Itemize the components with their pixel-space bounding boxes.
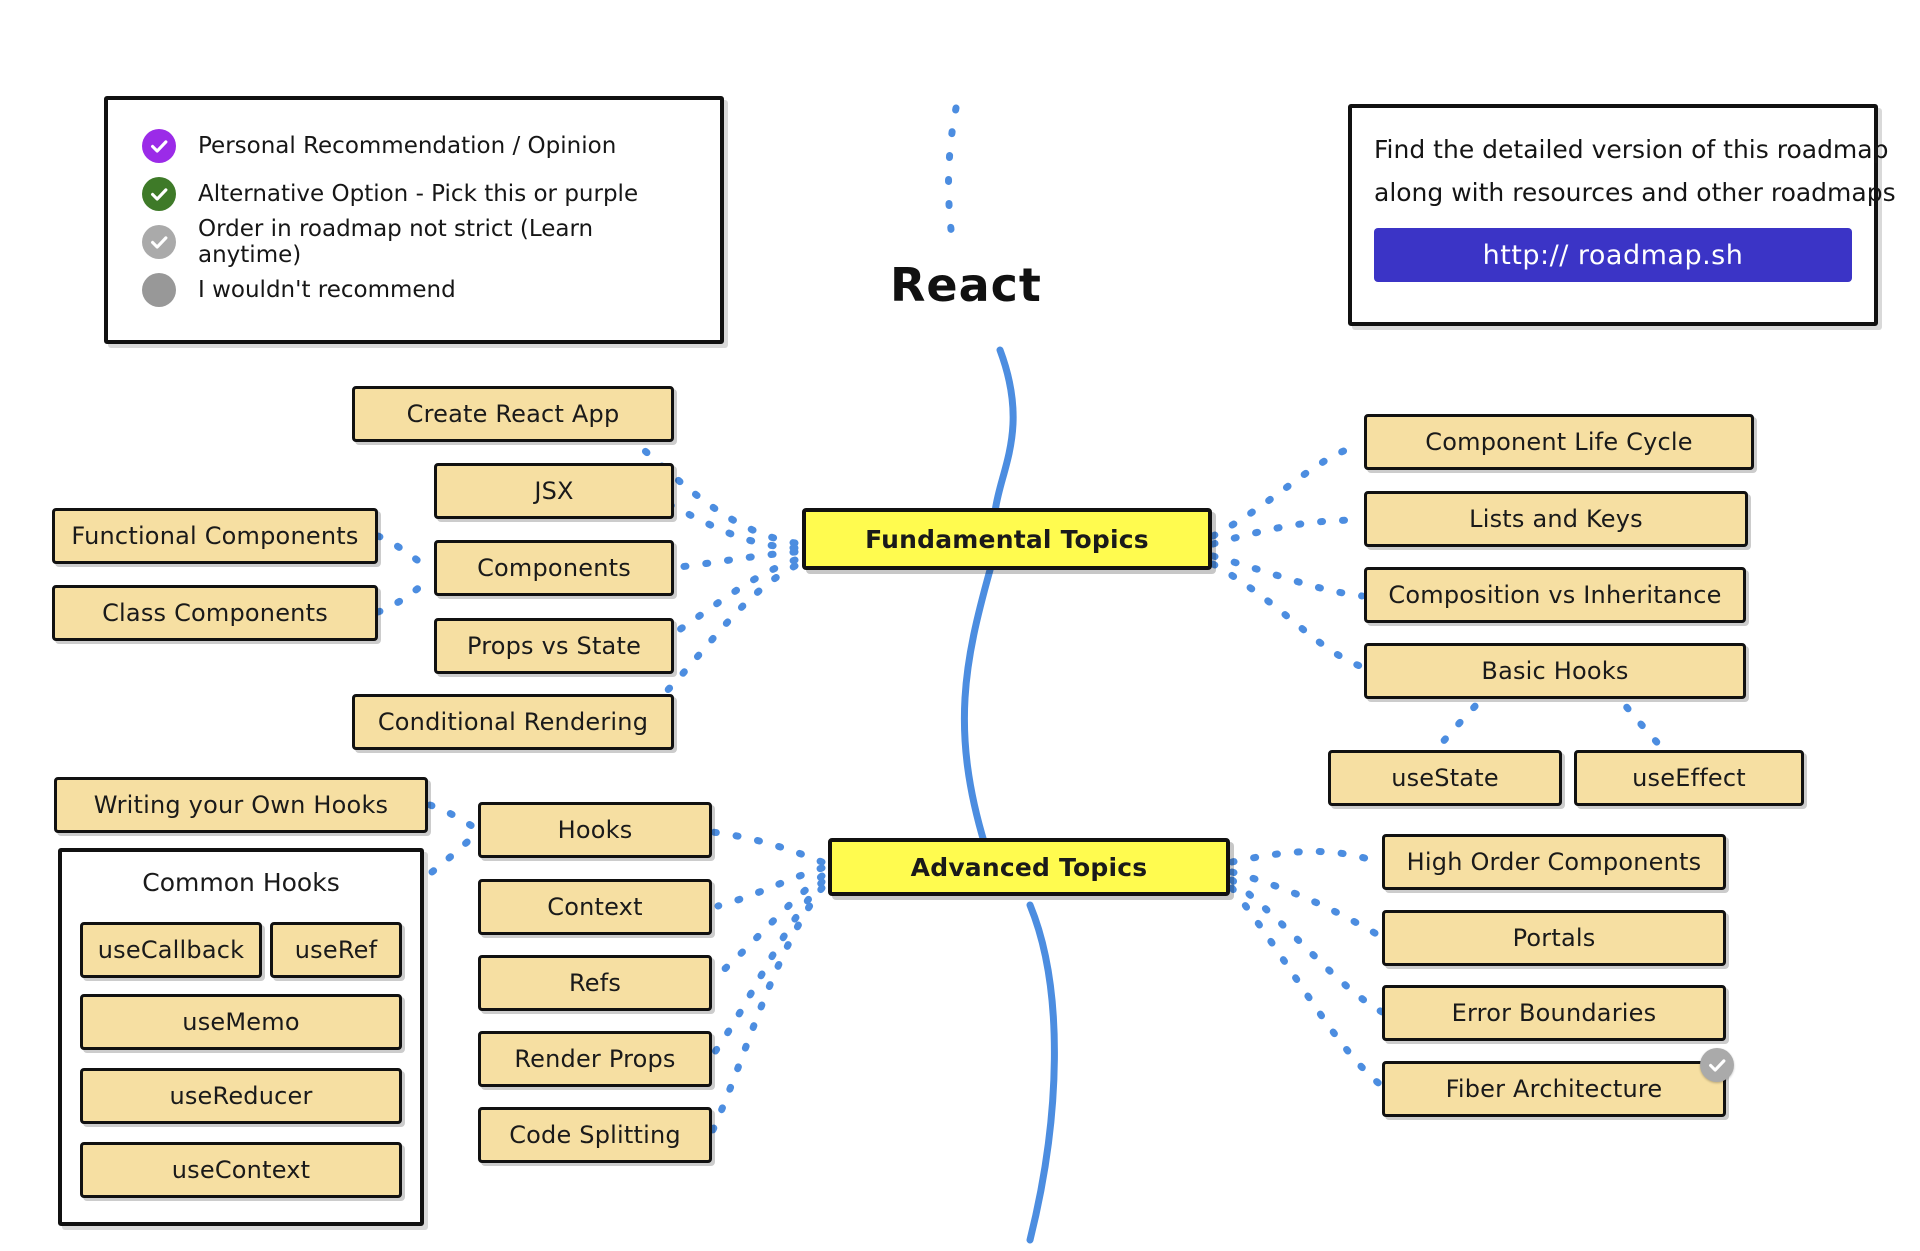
node-conditional-rendering[interactable]: Conditional Rendering xyxy=(352,694,674,750)
check-circle-icon xyxy=(142,129,176,163)
node-component-life-cycle[interactable]: Component Life Cycle xyxy=(1364,414,1754,470)
node-basic-hooks[interactable]: Basic Hooks xyxy=(1364,643,1746,699)
page-title: React xyxy=(890,258,1042,312)
node-writing-your-own-hooks[interactable]: Writing your Own Hooks xyxy=(54,777,428,833)
node-use-callback[interactable]: useCallback xyxy=(80,922,262,978)
node-portals[interactable]: Portals xyxy=(1382,910,1726,966)
legend-panel: Personal Recommendation / Opinion Altern… xyxy=(104,96,724,344)
check-circle-icon xyxy=(142,177,176,211)
node-use-memo[interactable]: useMemo xyxy=(80,994,402,1050)
node-functional-components[interactable]: Functional Components xyxy=(52,508,378,564)
legend-item-personal-recommendation: Personal Recommendation / Opinion xyxy=(142,122,694,170)
node-use-state[interactable]: useState xyxy=(1328,750,1562,806)
node-use-effect[interactable]: useEffect xyxy=(1574,750,1804,806)
check-circle-icon xyxy=(142,225,176,259)
node-lists-and-keys[interactable]: Lists and Keys xyxy=(1364,491,1748,547)
legend-item-label: Alternative Option - Pick this or purple xyxy=(198,181,639,207)
roadmap-url-button[interactable]: http:// roadmap.sh xyxy=(1374,228,1852,282)
node-use-ref[interactable]: useRef xyxy=(270,922,402,978)
node-jsx[interactable]: JSX xyxy=(434,463,674,519)
node-refs[interactable]: Refs xyxy=(478,955,712,1011)
node-error-boundaries[interactable]: Error Boundaries xyxy=(1382,985,1726,1041)
check-circle-icon xyxy=(1700,1048,1734,1082)
node-class-components[interactable]: Class Components xyxy=(52,585,378,641)
node-code-splitting[interactable]: Code Splitting xyxy=(478,1107,712,1163)
node-props-vs-state[interactable]: Props vs State xyxy=(434,618,674,674)
node-high-order-components[interactable]: High Order Components xyxy=(1382,834,1726,890)
info-card-line-1: Find the detailed version of this roadma… xyxy=(1374,135,1889,164)
node-composition-vs-inheritance[interactable]: Composition vs Inheritance xyxy=(1364,567,1746,623)
legend-item-alternative-option: Alternative Option - Pick this or purple xyxy=(142,170,694,218)
legend-item-label: Order in roadmap not strict (Learn anyti… xyxy=(198,216,594,268)
circle-icon xyxy=(142,273,176,307)
node-render-props[interactable]: Render Props xyxy=(478,1031,712,1087)
node-use-context[interactable]: useContext xyxy=(80,1142,402,1198)
node-hooks[interactable]: Hooks xyxy=(478,802,712,858)
legend-item-label: Personal Recommendation / Opinion xyxy=(198,133,617,159)
legend-item-not-recommended: I wouldn't recommend xyxy=(142,266,694,314)
common-hooks-title: Common Hooks xyxy=(142,868,340,897)
node-fundamental-topics[interactable]: Fundamental Topics xyxy=(802,508,1212,570)
info-card: Find the detailed version of this roadma… xyxy=(1348,104,1896,326)
node-context[interactable]: Context xyxy=(478,879,712,935)
node-fiber-architecture[interactable]: Fiber Architecture xyxy=(1382,1061,1726,1117)
legend-item-order-not-strict: Order in roadmap not strict (Learn anyti… xyxy=(142,216,694,268)
node-create-react-app[interactable]: Create React App xyxy=(352,386,674,442)
info-card-line-2: along with resources and other roadmaps xyxy=(1374,178,1896,207)
node-components[interactable]: Components xyxy=(434,540,674,596)
node-advanced-topics[interactable]: Advanced Topics xyxy=(828,838,1230,896)
node-use-reducer[interactable]: useReducer xyxy=(80,1068,402,1124)
legend-item-label: I wouldn't recommend xyxy=(198,277,456,303)
